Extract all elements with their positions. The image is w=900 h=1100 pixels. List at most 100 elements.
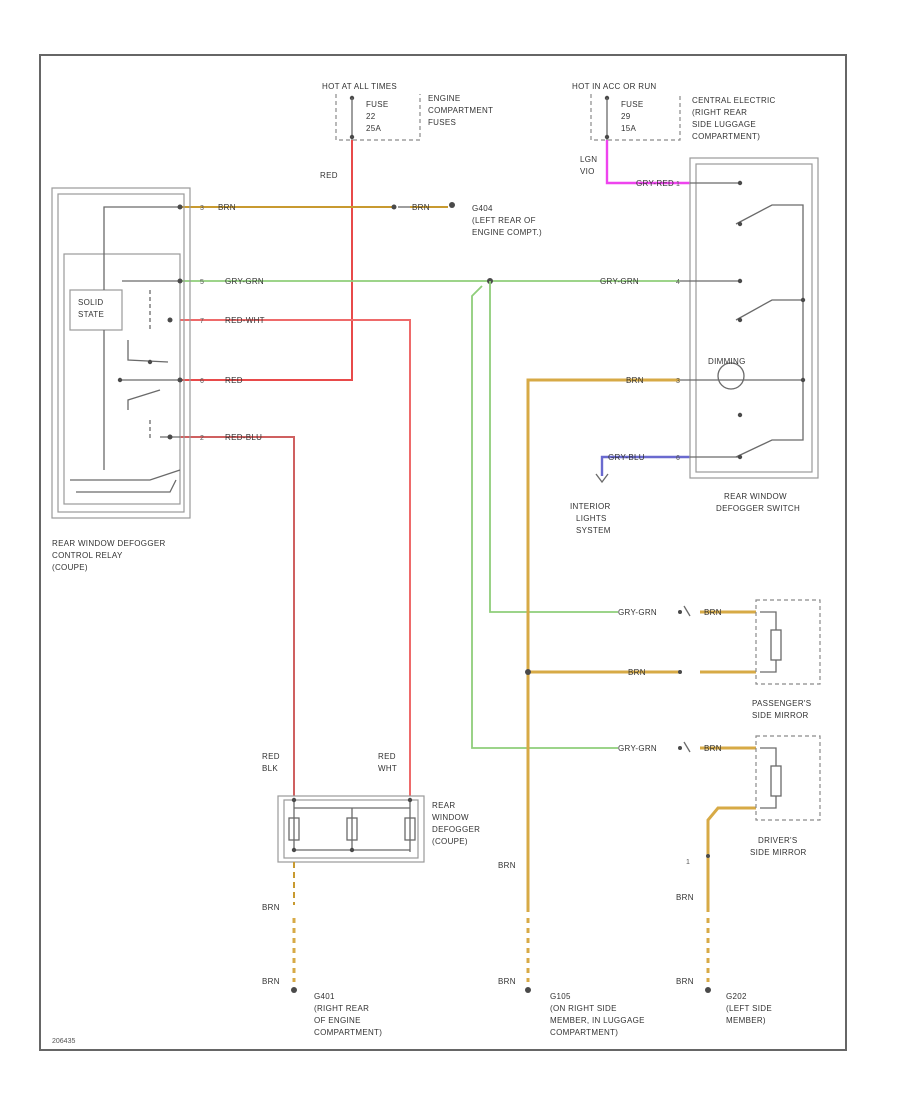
- engine-fuse-number: 22: [366, 112, 376, 121]
- wire-label-red-blk-2: BLK: [262, 764, 278, 773]
- ground-g404-terminal: [449, 202, 455, 208]
- wire-label-lgn: LGN: [580, 155, 597, 164]
- driver-mirror-connector-mark: [683, 741, 691, 753]
- wire-label-red-blu: RED-BLU: [225, 433, 262, 442]
- defogger-control-relay: SOLID STATE 3 5 7 6 2 REAR WINDOW DEFOGG…: [51, 187, 204, 572]
- ground-g401-label-3: OF ENGINE: [314, 1016, 361, 1025]
- defogger-label-1: REAR: [432, 801, 455, 810]
- wire-label-brn-dm: BRN: [704, 744, 722, 753]
- central-fuse-box-label-1: CENTRAL ELECTRIC: [692, 96, 776, 105]
- ground-g105-terminal: [525, 987, 531, 993]
- passenger-mirror-label-1: PASSENGER'S: [752, 699, 811, 708]
- defogger-box-inner: [283, 799, 419, 859]
- switch-label-2: DEFOGGER SWITCH: [716, 504, 800, 513]
- wire-label-vio: VIO: [580, 167, 595, 176]
- driver-mirror-connector-1: [678, 746, 682, 750]
- defogger-terminal-4: [349, 847, 355, 853]
- central-fuse-box-label-4: COMPARTMENT): [692, 132, 760, 141]
- defogger-element-2: [346, 817, 358, 841]
- wire-label-brn-g404: BRN: [412, 203, 430, 212]
- ground-g401-terminal: [291, 987, 297, 993]
- arrow-interior-lights: [595, 473, 609, 484]
- ground-g105-label-1: G105: [550, 992, 571, 1001]
- defogger-terminal-3: [291, 847, 297, 853]
- engine-fuse-box-label-1: ENGINE: [428, 94, 460, 103]
- wire-label-brn-g105-b: BRN: [498, 977, 516, 986]
- ground-g105: BRN BRN G105 (ON RIGHT SIDE MEMBER, IN L…: [498, 861, 645, 1037]
- ground-g404-label-2: (LEFT REAR OF: [472, 216, 536, 225]
- ground-g202-label-1: G202: [726, 992, 747, 1001]
- defogger-element-3: [404, 817, 416, 841]
- passenger-side-mirror: GRY-GRN BRN BRN PASSENGER'S SIDE MIRROR: [618, 599, 821, 720]
- wire-label-gry-grn-pm: GRY-GRN: [618, 608, 657, 617]
- central-fuse-name: FUSE: [621, 100, 644, 109]
- ground-g401: BRN BRN G401 (RIGHT REAR OF ENGINE COMPA…: [262, 862, 382, 1037]
- driver-mirror-heater-element: [770, 765, 782, 797]
- wire-gry-grn-to-driver-mirror: [471, 285, 618, 749]
- ground-g404-label-3: ENGINE COMPT.): [472, 228, 542, 237]
- wire-label-brn-switch: BRN: [626, 376, 644, 385]
- ground-g202-label-2: (LEFT SIDE: [726, 1004, 772, 1013]
- defogger-label-2: WINDOW: [432, 813, 469, 822]
- splice-brn-passenger-mirror: [525, 669, 531, 675]
- switch-pin-label-1: 1: [676, 181, 680, 188]
- engine-fuse-name: FUSE: [366, 100, 389, 109]
- switch-node-1: [737, 180, 743, 186]
- defogger-terminal-2: [407, 797, 413, 803]
- relay-pin-7: [167, 317, 173, 323]
- engine-fuse-hot-label: HOT AT ALL TIMES: [322, 82, 397, 91]
- central-fuse-rating: 15A: [621, 124, 636, 133]
- wire-label-brn-g401-a: BRN: [262, 903, 280, 912]
- ground-g401-label-1: G401: [314, 992, 335, 1001]
- defogger-box: [277, 795, 425, 863]
- central-fuse-box-label-3: SIDE LUGGAGE: [692, 120, 756, 129]
- wire-brn-driver-mirror-to-g202: [706, 806, 756, 912]
- wire-label-red-wht-1: RED: [378, 752, 396, 761]
- switch-pin-label-3: 3: [676, 378, 680, 385]
- relay-pin-5: [177, 278, 183, 284]
- wire-label-red-relay: RED: [225, 376, 243, 385]
- wire-gry-blu-switch-to-interior: [600, 455, 690, 476]
- engine-fuse-block: HOT AT ALL TIMES FUSE 22 25A ENGINE COMP…: [322, 82, 493, 141]
- wire-label-gry-grn-relay: GRY-GRN: [225, 277, 264, 286]
- defogger-element-1: [288, 817, 300, 841]
- relay-internal-return-1: [70, 469, 181, 481]
- switch-box: [689, 157, 819, 479]
- passenger-mirror-box: [755, 599, 821, 685]
- passenger-mirror-heater-leads: [760, 611, 777, 673]
- central-fuse-hot-label: HOT IN ACC OR RUN: [572, 82, 657, 91]
- switch-pin-label-6: 6: [676, 455, 680, 462]
- relay-pin-label-5: 5: [200, 279, 204, 286]
- driver-mirror-ground-connector: [706, 854, 710, 858]
- driver-mirror-ground-pin: 1: [686, 859, 690, 866]
- engine-fuse-box-label-3: FUSES: [428, 118, 456, 127]
- passenger-mirror-connector-2: [678, 670, 682, 674]
- wire-label-brn-pm2: BRN: [628, 668, 646, 677]
- relay-switch-1: [127, 340, 169, 363]
- switch-contact-2: [735, 299, 803, 321]
- defogger-grid-vertical: [293, 800, 411, 852]
- relay-switch-2: [127, 389, 161, 410]
- wire-brn-switch-to-g105: [526, 378, 680, 912]
- wire-gry-red-fuse-to-switch: [605, 140, 690, 185]
- wire-label-gry-grn-dm: GRY-GRN: [618, 744, 657, 753]
- relay-outer-box: [51, 187, 191, 519]
- switch-node-6: [800, 377, 806, 383]
- ground-g105-label-3: MEMBER, IN LUGGAGE: [550, 1016, 645, 1025]
- defogger-switch: DIMMING 1 4 3 6 REAR WINDOW DEFOGGER SWI…: [676, 157, 819, 513]
- wire-label-gry-grn-switch: GRY-GRN: [600, 277, 639, 286]
- defogger-terminal-1: [291, 797, 297, 803]
- solid-state-box: [69, 289, 123, 331]
- ground-g404-label-1: G404: [472, 204, 493, 213]
- passenger-mirror-heater-element: [770, 629, 782, 661]
- central-fuse-block: HOT IN ACC OR RUN FUSE 29 15A CENTRAL EL…: [572, 82, 776, 141]
- switch-label-1: REAR WINDOW: [724, 492, 787, 501]
- solid-state-label-2: STATE: [78, 310, 104, 319]
- relay-label-1: REAR WINDOW DEFOGGER: [52, 539, 166, 548]
- relay-internal-ground: [103, 206, 180, 290]
- wire-red-blu-relay-to-defogger: [180, 436, 295, 796]
- switch-node-4: [800, 297, 806, 303]
- switch-node-3: [737, 278, 743, 284]
- dimming-lamp-icon: [717, 362, 745, 390]
